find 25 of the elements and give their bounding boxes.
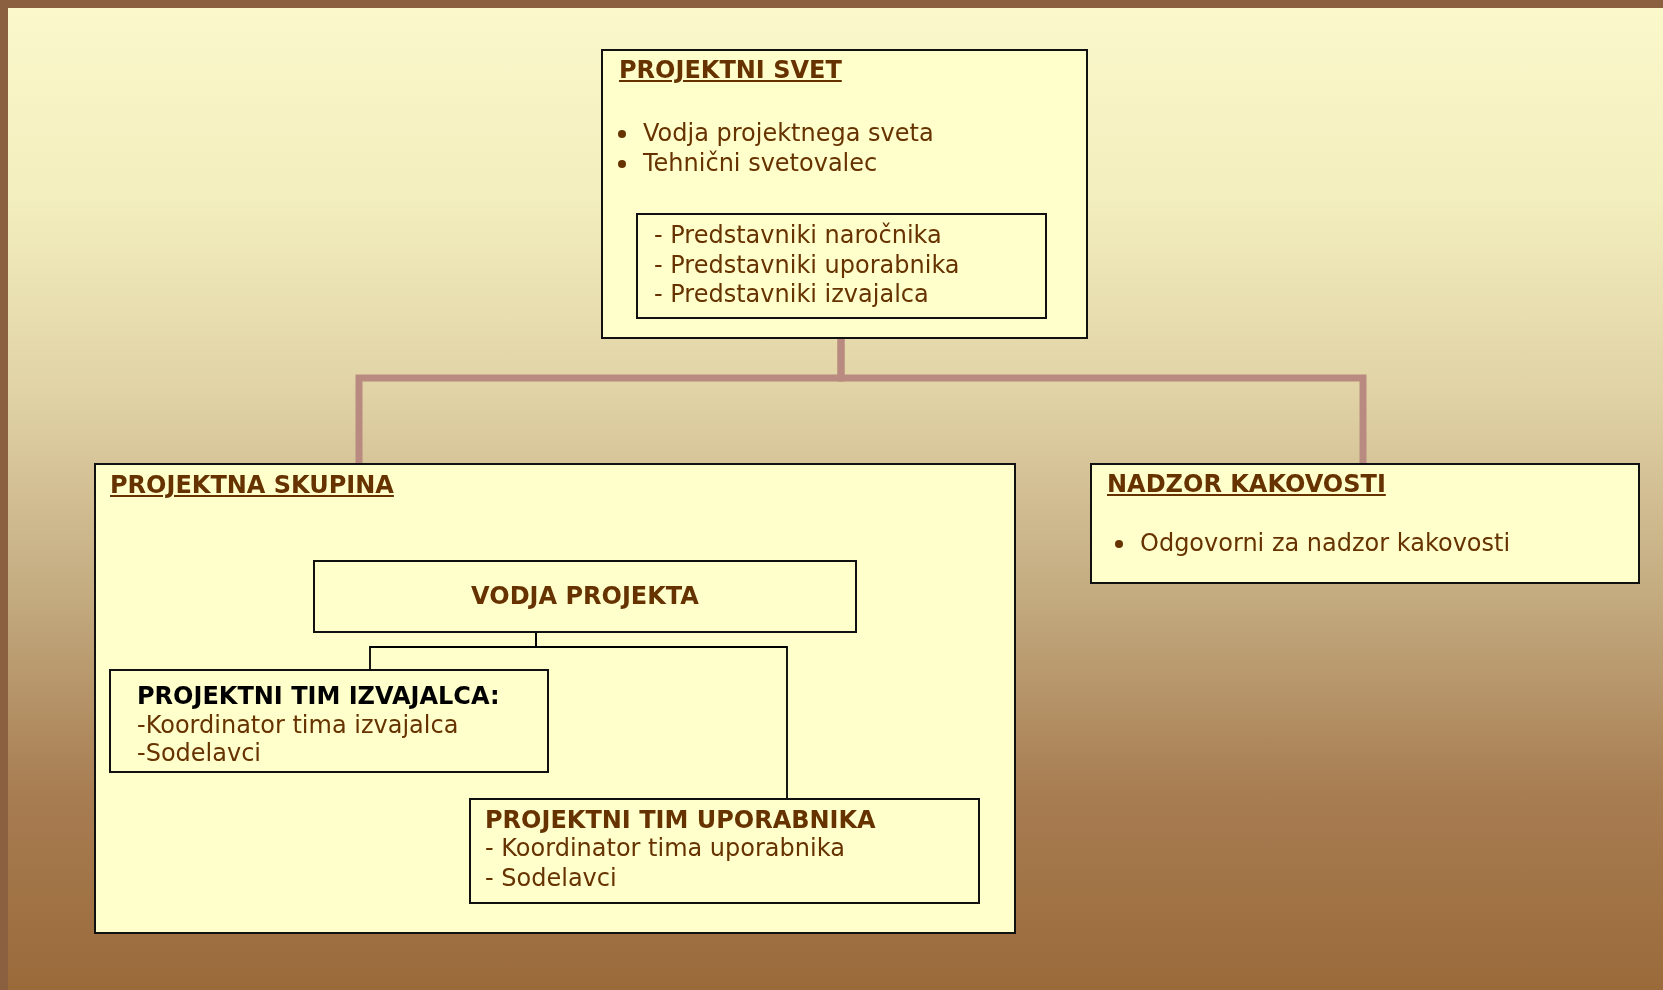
list-item: -Koordinator tima izvajalca <box>137 710 459 740</box>
org-box <box>1090 463 1640 584</box>
list-item: - Sodelavci <box>485 863 617 893</box>
list-item: Vodja projektnega sveta <box>643 118 934 148</box>
list-item: -Sodelavci <box>137 738 262 768</box>
box-heading: PROJEKTNI SVET <box>619 55 842 85</box>
org-box <box>469 798 980 904</box>
org-box <box>601 49 1088 339</box>
list-item: - Predstavniki uporabnika <box>654 250 960 280</box>
org-box <box>636 213 1047 319</box>
box-heading: NADZOR KAKOVOSTI <box>1107 469 1386 499</box>
list-item: - Koordinator tima uporabnika <box>485 833 845 863</box>
org-box <box>109 669 549 773</box>
box-heading: PROJEKTNI TIM UPORABNIKA <box>485 805 876 835</box>
list-item: VODJA PROJEKTA <box>470 581 700 611</box>
org-box <box>313 560 857 633</box>
box-heading: - Predstavniki naročnika <box>654 220 942 250</box>
connector-line <box>837 339 1367 463</box>
list-item: Odgovorni za nadzor kakovosti <box>1140 528 1511 558</box>
list-item: - Predstavniki izvajalca <box>654 279 929 309</box>
box-heading: PROJEKTNI TIM IZVAJALCA: <box>137 681 500 711</box>
list-item: PROJEKTNA SKUPINA <box>110 470 394 500</box>
list-item: Tehnični svetovalec <box>643 148 878 178</box>
connector-line <box>535 632 788 799</box>
org-box <box>94 463 1016 934</box>
